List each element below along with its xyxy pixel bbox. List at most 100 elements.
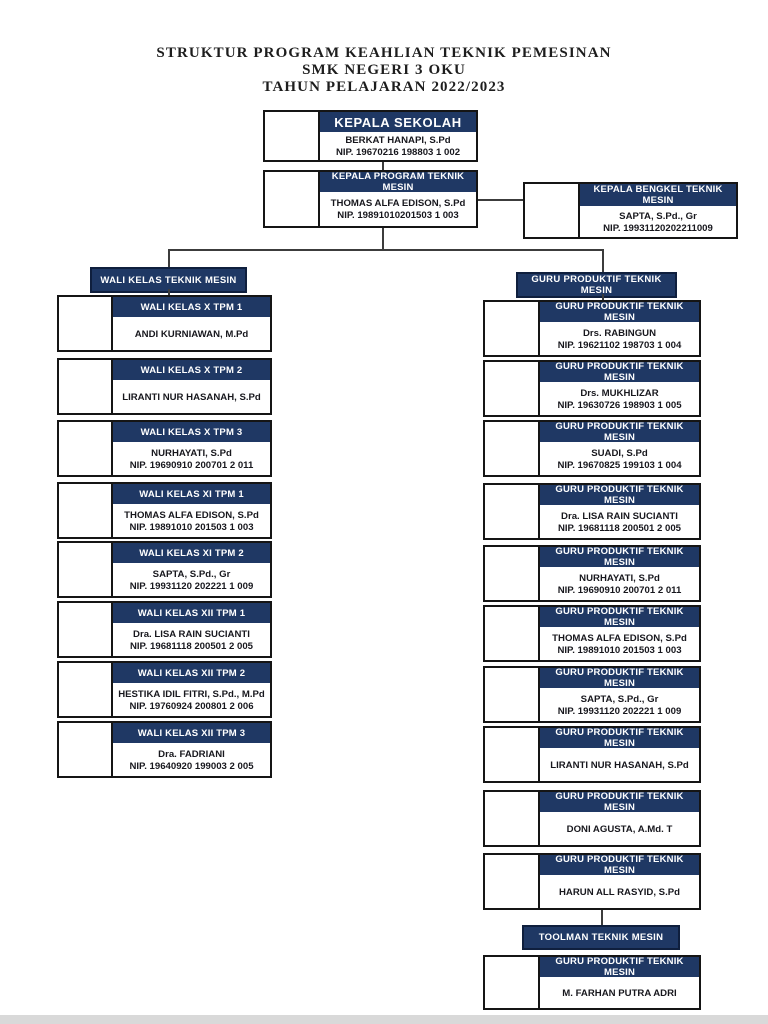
org-card-title: GURU PRODUKTIF TEKNIK MESIN	[540, 421, 699, 444]
photo-placeholder	[483, 790, 540, 847]
right-column-header: GURU PRODUKTIF TEKNIK MESIN	[516, 272, 677, 298]
photo-placeholder	[57, 295, 113, 352]
title-line-1: STRUKTUR PROGRAM KEAHLIAN TEKNIK PEMESIN…	[156, 45, 612, 61]
person-nip: NIP. 19760924 200801 2 006	[129, 700, 254, 712]
node-person: SAPTA, S.Pd., Gr NIP. 19931120202211009	[580, 208, 736, 237]
node-kepala-program: KEPALA PROGRAM TEKNIK MESIN THOMAS ALFA …	[263, 170, 478, 228]
node-title: KEPALA BENGKEL TEKNIK MESIN	[580, 184, 736, 208]
org-card-title: GURU PRODUKTIF TEKNIK MESIN	[540, 956, 699, 979]
person-name: SUADI, S.Pd	[591, 447, 648, 459]
org-card-title: GURU PRODUKTIF TEKNIK MESIN	[540, 606, 699, 629]
connector-drop-right	[602, 249, 604, 272]
person-nip: NIP. 19931120 202221 1 009	[129, 580, 254, 592]
person-name: ANDI KURNIAWAN, M.Pd	[134, 328, 249, 340]
org-card-title: WALI KELAS XI TPM 1	[113, 484, 270, 506]
person-name: SAPTA, S.Pd., Gr	[152, 568, 231, 580]
person-name: LIRANTI NUR HASANAH, S.Pd	[122, 391, 261, 403]
person-name: DONI AGUSTA, A.Md. T	[566, 823, 673, 835]
person-name: SAPTA, S.Pd., Gr	[619, 210, 697, 222]
photo-placeholder	[483, 420, 540, 477]
org-card-title: GURU PRODUKTIF TEKNIK MESIN	[540, 484, 699, 507]
photo-placeholder	[57, 661, 113, 718]
person-nip: NIP. 19681118 200501 2 005	[129, 640, 254, 652]
photo-placeholder	[57, 358, 113, 415]
node-kepala-sekolah: KEPALA SEKOLAH BERKAT HANAPI, S.Pd NIP. …	[263, 110, 478, 162]
person-name: NURHAYATI, S.Pd	[579, 572, 660, 584]
person-nip: NIP. 19891010 201503 1 003	[129, 521, 254, 533]
photo-placeholder	[483, 853, 540, 910]
node-kepala-bengkel: KEPALA BENGKEL TEKNIK MESIN SAPTA, S.Pd.…	[523, 182, 738, 239]
connector-split-horizontal	[168, 249, 604, 251]
org-card-title: WALI KELAS XI TPM 2	[113, 543, 270, 565]
person-name: Dra. LISA RAIN SUCIANTI	[561, 510, 678, 522]
photo-placeholder	[523, 182, 580, 239]
person-name: THOMAS ALFA EDISON, S.Pd	[552, 632, 687, 644]
org-card-title: GURU PRODUKTIF TEKNIK MESIN	[540, 727, 699, 750]
person-nip: NIP. 19670825 199103 1 004	[557, 459, 682, 471]
person-nip: NIP. 19681118 200501 2 005	[557, 522, 682, 534]
person-nip: NIP. 19690910 200701 2 011	[129, 459, 254, 471]
person-name: BERKAT HANAPI, S.Pd	[345, 135, 451, 146]
person-name: Dra. LISA RAIN SUCIANTI	[133, 628, 250, 640]
photo-placeholder	[57, 541, 113, 598]
photo-placeholder	[57, 482, 113, 539]
photo-placeholder	[57, 721, 113, 778]
org-card-title: WALI KELAS X TPM 1	[113, 297, 270, 319]
connector-kp-kb	[478, 199, 523, 201]
page-edge	[0, 1015, 768, 1024]
node-title: KEPALA SEKOLAH	[320, 112, 476, 134]
connector-ks-kp	[382, 162, 384, 170]
person-nip: NIP. 19640920 199003 2 005	[129, 760, 254, 772]
org-card: GURU PRODUKTIF TEKNIK MESIN DONI AGUSTA, …	[483, 790, 701, 847]
person-name: THOMAS ALFA EDISON, S.Pd	[330, 198, 466, 209]
photo-placeholder	[263, 170, 320, 228]
title-line-2: SMK NEGERI 3 OKU	[302, 62, 466, 78]
org-card: WALI KELAS X TPM 1 ANDI KURNIAWAN, M.Pd	[57, 295, 272, 352]
node-title: KEPALA PROGRAM TEKNIK MESIN	[320, 171, 476, 194]
person-name: HESTIKA IDIL FITRI, S.Pd., M.Pd	[118, 688, 265, 700]
org-card-title: GURU PRODUKTIF TEKNIK MESIN	[540, 301, 699, 324]
org-card-title: GURU PRODUKTIF TEKNIK MESIN	[540, 854, 699, 877]
person-nip: NIP. 19931120 202221 1 009	[557, 705, 682, 717]
title-line-3: TAHUN PELAJARAN 2022/2023	[262, 79, 506, 95]
org-card-person: M. FARHAN PUTRA ADRI	[540, 979, 699, 1008]
person-name: NURHAYATI, S.Pd	[151, 447, 232, 459]
photo-placeholder	[483, 545, 540, 602]
person-nip: NIP. 19891010 201503 1 003	[557, 644, 682, 656]
photo-placeholder	[57, 420, 113, 477]
org-card-title: GURU PRODUKTIF TEKNIK MESIN	[540, 791, 699, 814]
org-card-title: WALI KELAS X TPM 3	[113, 422, 270, 444]
connector-kp-split	[382, 228, 384, 250]
photo-placeholder	[263, 110, 320, 162]
person-name: Drs. MUKHLIZAR	[580, 387, 659, 399]
connector-harun-toolman	[601, 910, 603, 925]
toolman-header: TOOLMAN TEKNIK MESIN	[522, 925, 680, 950]
photo-placeholder	[57, 601, 113, 658]
person-nip: NIP. 19621102 198703 1 004	[557, 339, 682, 351]
photo-placeholder	[483, 605, 540, 662]
org-card-title: GURU PRODUKTIF TEKNIK MESIN	[540, 667, 699, 690]
connector-drop-left	[168, 249, 170, 267]
photo-placeholder	[483, 726, 540, 783]
person-nip: NIP. 19931120202211009	[603, 222, 713, 234]
person-name: Drs. RABINGUN	[582, 327, 657, 339]
